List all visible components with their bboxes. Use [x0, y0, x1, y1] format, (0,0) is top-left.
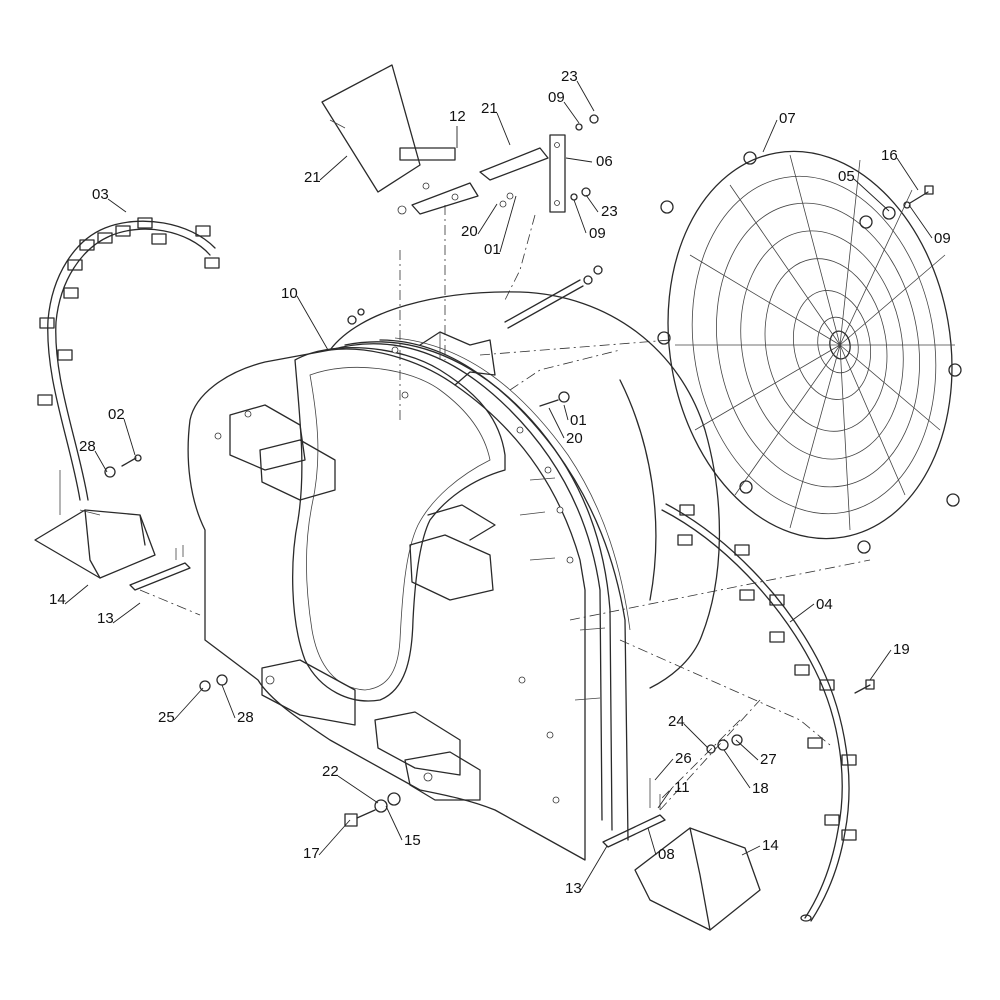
- callout-leader-10: [296, 295, 329, 351]
- callout-leader-21: [496, 112, 511, 146]
- callout-label-20: 20: [566, 430, 583, 447]
- strip-13-left: [129, 545, 191, 591]
- callout-leader-16: [896, 157, 919, 191]
- callout-leader-14: [64, 584, 89, 605]
- callout-leader-04: [789, 603, 815, 623]
- callout-leader-21: [319, 155, 348, 181]
- callout-leader-07: [762, 119, 778, 153]
- callout-label-17: 17: [303, 845, 320, 862]
- callout-label-01: 01: [570, 412, 587, 429]
- callout-label-23: 23: [561, 68, 578, 85]
- bolt-19: [854, 679, 875, 694]
- callout-leader-27: [735, 739, 759, 761]
- callout-label-15: 15: [404, 832, 421, 849]
- callout-label-16: 16: [881, 147, 898, 164]
- callout-label-28: 28: [237, 709, 254, 726]
- callout-leader-13: [580, 845, 608, 891]
- callout-leader-25: [173, 687, 204, 721]
- callout-label-11: 11: [674, 779, 690, 796]
- callout-leader-08: [647, 827, 657, 856]
- bolt-16-05-09: [882, 185, 934, 220]
- callout-label-12: 12: [449, 108, 466, 125]
- callout-leader-05: [853, 178, 890, 212]
- callout-label-25: 25: [158, 709, 175, 726]
- callout-label-18: 18: [752, 780, 769, 797]
- callout-label-04: 04: [816, 596, 833, 613]
- callout-label-20: 20: [461, 223, 478, 240]
- callout-leader-28: [221, 684, 236, 719]
- fan-housing: [187, 291, 721, 861]
- callout-leader-11: [657, 787, 673, 809]
- callout-leader-28: [94, 450, 108, 473]
- bolt-17-washers-22-15: [344, 792, 401, 827]
- callout-label-06: 06: [596, 153, 613, 170]
- bolt-02-28-left: [104, 454, 142, 478]
- callout-leader-17: [318, 819, 351, 856]
- callout-label-09: 09: [548, 89, 565, 106]
- callout-leader-09: [908, 204, 933, 239]
- callout-label-28: 28: [79, 438, 96, 455]
- upright-bracket: [549, 114, 599, 213]
- callout-leader-20: [477, 203, 498, 235]
- callout-leader-13: [112, 602, 141, 624]
- threaded-rod: [347, 265, 603, 329]
- callout-leader-18: [723, 749, 751, 789]
- callout-leader-09: [563, 101, 580, 124]
- callout-label-21: 21: [481, 100, 498, 117]
- callout-label-14: 14: [49, 591, 66, 608]
- deflector-plates: [321, 64, 549, 215]
- callout-label-14: 14: [762, 837, 779, 854]
- callout-leader-23: [585, 194, 599, 213]
- callout-label-03: 03: [92, 186, 109, 203]
- callout-label-07: 07: [779, 110, 796, 127]
- callout-leader-20: [548, 407, 565, 439]
- nut-24-washers-27-18: [706, 734, 743, 754]
- callout-label-13: 13: [565, 880, 582, 897]
- callout-leader-19: [869, 649, 892, 681]
- callout-leader-01: [499, 195, 517, 253]
- callout-leader-14: [741, 845, 761, 856]
- callout-label-01: 01: [484, 241, 501, 258]
- shield-right: [634, 827, 761, 931]
- callout-label-05: 05: [838, 168, 855, 185]
- callout-leader-26: [654, 758, 674, 781]
- assembly-center-lines: [139, 205, 871, 811]
- callout-label-08: 08: [658, 846, 675, 863]
- callout-label-21: 21: [304, 169, 321, 186]
- callout-leader-24: [683, 723, 709, 749]
- callout-label-10: 10: [281, 285, 298, 302]
- callout-leader-01: [563, 404, 569, 421]
- callout-label-09: 09: [934, 230, 951, 247]
- nozzle-manifold-right: [661, 503, 857, 922]
- callout-label-26: 26: [675, 750, 692, 767]
- callout-label-27: 27: [760, 751, 777, 768]
- callout-leader-03: [107, 198, 127, 213]
- callout-label-19: 19: [893, 641, 910, 658]
- callout-leader-22: [337, 775, 379, 804]
- callout-label-09: 09: [589, 225, 606, 242]
- callout-label-23: 23: [601, 203, 618, 220]
- callout-label-02: 02: [108, 406, 125, 423]
- callout-leader-23: [576, 80, 595, 112]
- callout-leader-09: [573, 199, 587, 234]
- bolt-20-01-center: [539, 391, 570, 407]
- fan-guard-grille: [657, 150, 962, 554]
- callout-leader-02: [123, 418, 136, 456]
- callout-leader-06: [565, 157, 593, 163]
- strip-13-right: [602, 778, 666, 848]
- shield-left: [34, 509, 156, 579]
- nozzle-manifold-left: [37, 217, 220, 516]
- callout-label-13: 13: [97, 610, 114, 627]
- callout-label-24: 24: [668, 713, 685, 730]
- callout-leader-15: [385, 805, 403, 841]
- callout-label-22: 22: [322, 763, 339, 780]
